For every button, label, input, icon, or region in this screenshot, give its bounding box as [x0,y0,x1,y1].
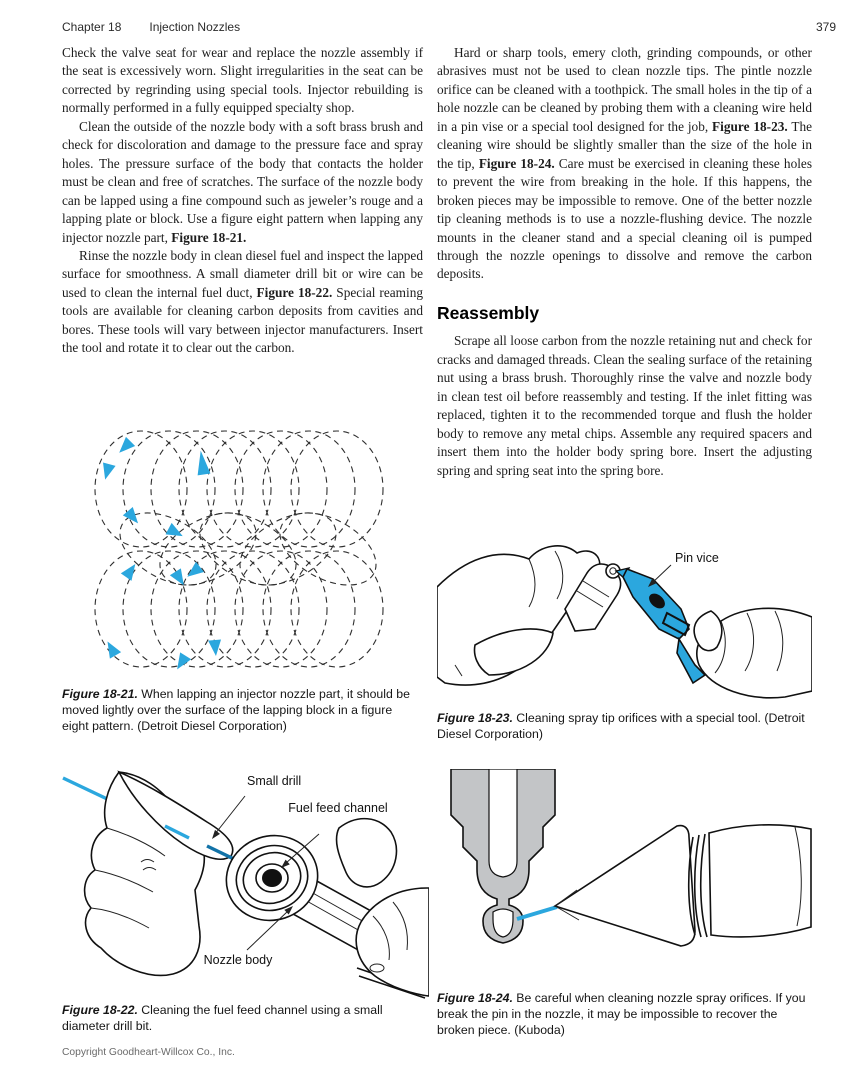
right-hand-drawing [335,817,429,997]
figure-18-23-caption: Figure 18-23. Cleaning spray tip orifice… [437,711,805,741]
drill-cleaning-drawing [62,770,429,999]
left-hand-drawing [83,770,234,977]
figure-18-23-image: Pin vice [437,525,812,703]
running-title: Injection Nozzles [149,20,241,34]
lapping-direction-arrows-icon [103,436,222,670]
fuel-feed-channel-label: Fuel feed channel [288,801,388,815]
leader-arrow-icon [284,906,293,915]
label-leader-lines [212,795,320,951]
nozzle-face-drawing [225,834,319,922]
right-hand-drawing [693,607,812,699]
nozzle-and-tool-drawing [450,769,812,947]
fuel-feed-channel-hole [262,869,282,887]
leader-arrow-icon [212,829,220,839]
page-header: Chapter 18 Injection Nozzles 379 [62,20,836,34]
paragraph: Check the valve seat for wear and replac… [62,45,423,116]
figure-18-21-image [93,423,393,678]
figure-18-24-caption: Figure 18-24. Be careful when cleaning n… [437,991,806,1037]
paragraph: Rinse the nozzle body in clean diesel fu… [62,247,424,356]
pin-vise-tool-shape [553,824,812,947]
figure-18-22-image: Small drill Fuel feed channel Nozzle bod… [57,770,429,1000]
lapping-pattern-drawing [94,430,384,670]
figure-18-24-image [437,769,812,981]
dashed-lapping-circles [94,430,384,668]
pin-vice-label: Pin vice [675,551,719,565]
right-column: Hard or sharp tools, emery cloth, grindi… [437,44,812,480]
cleaning-pin-shape [516,905,558,921]
pin-vice-tool-shape [614,566,707,685]
page-number: 379 [815,20,836,34]
figure-18-21-caption: Figure 18-21. When lapping an injector n… [62,687,410,733]
left-column: Check the valve seat for wear and replac… [62,44,423,358]
paragraph: Scrape all loose carbon from the nozzle … [437,333,812,478]
paragraph: Hard or sharp tools, emery cloth, grindi… [437,45,813,282]
sectioned-nozzle-shape [450,769,556,944]
leader-arrow-icon [648,578,657,587]
section-heading: Reassembly [437,302,540,323]
nozzle-body-label: Nozzle body [203,953,273,967]
chapter-label: Chapter 18 [62,20,122,34]
small-drill-label: Small drill [247,774,302,788]
pin-vice-drawing [437,545,812,699]
left-hand-drawing [437,545,601,686]
figure-18-22-caption: Figure 18-22. Cleaning the fuel feed cha… [62,1003,383,1033]
paragraph: Clean the outside of the nozzle body wit… [62,118,423,245]
leader-arrow-icon [281,859,290,868]
copyright-notice: Copyright Goodheart-Willcox Co., Inc. [62,1047,235,1058]
nozzle-drawing [564,563,622,632]
